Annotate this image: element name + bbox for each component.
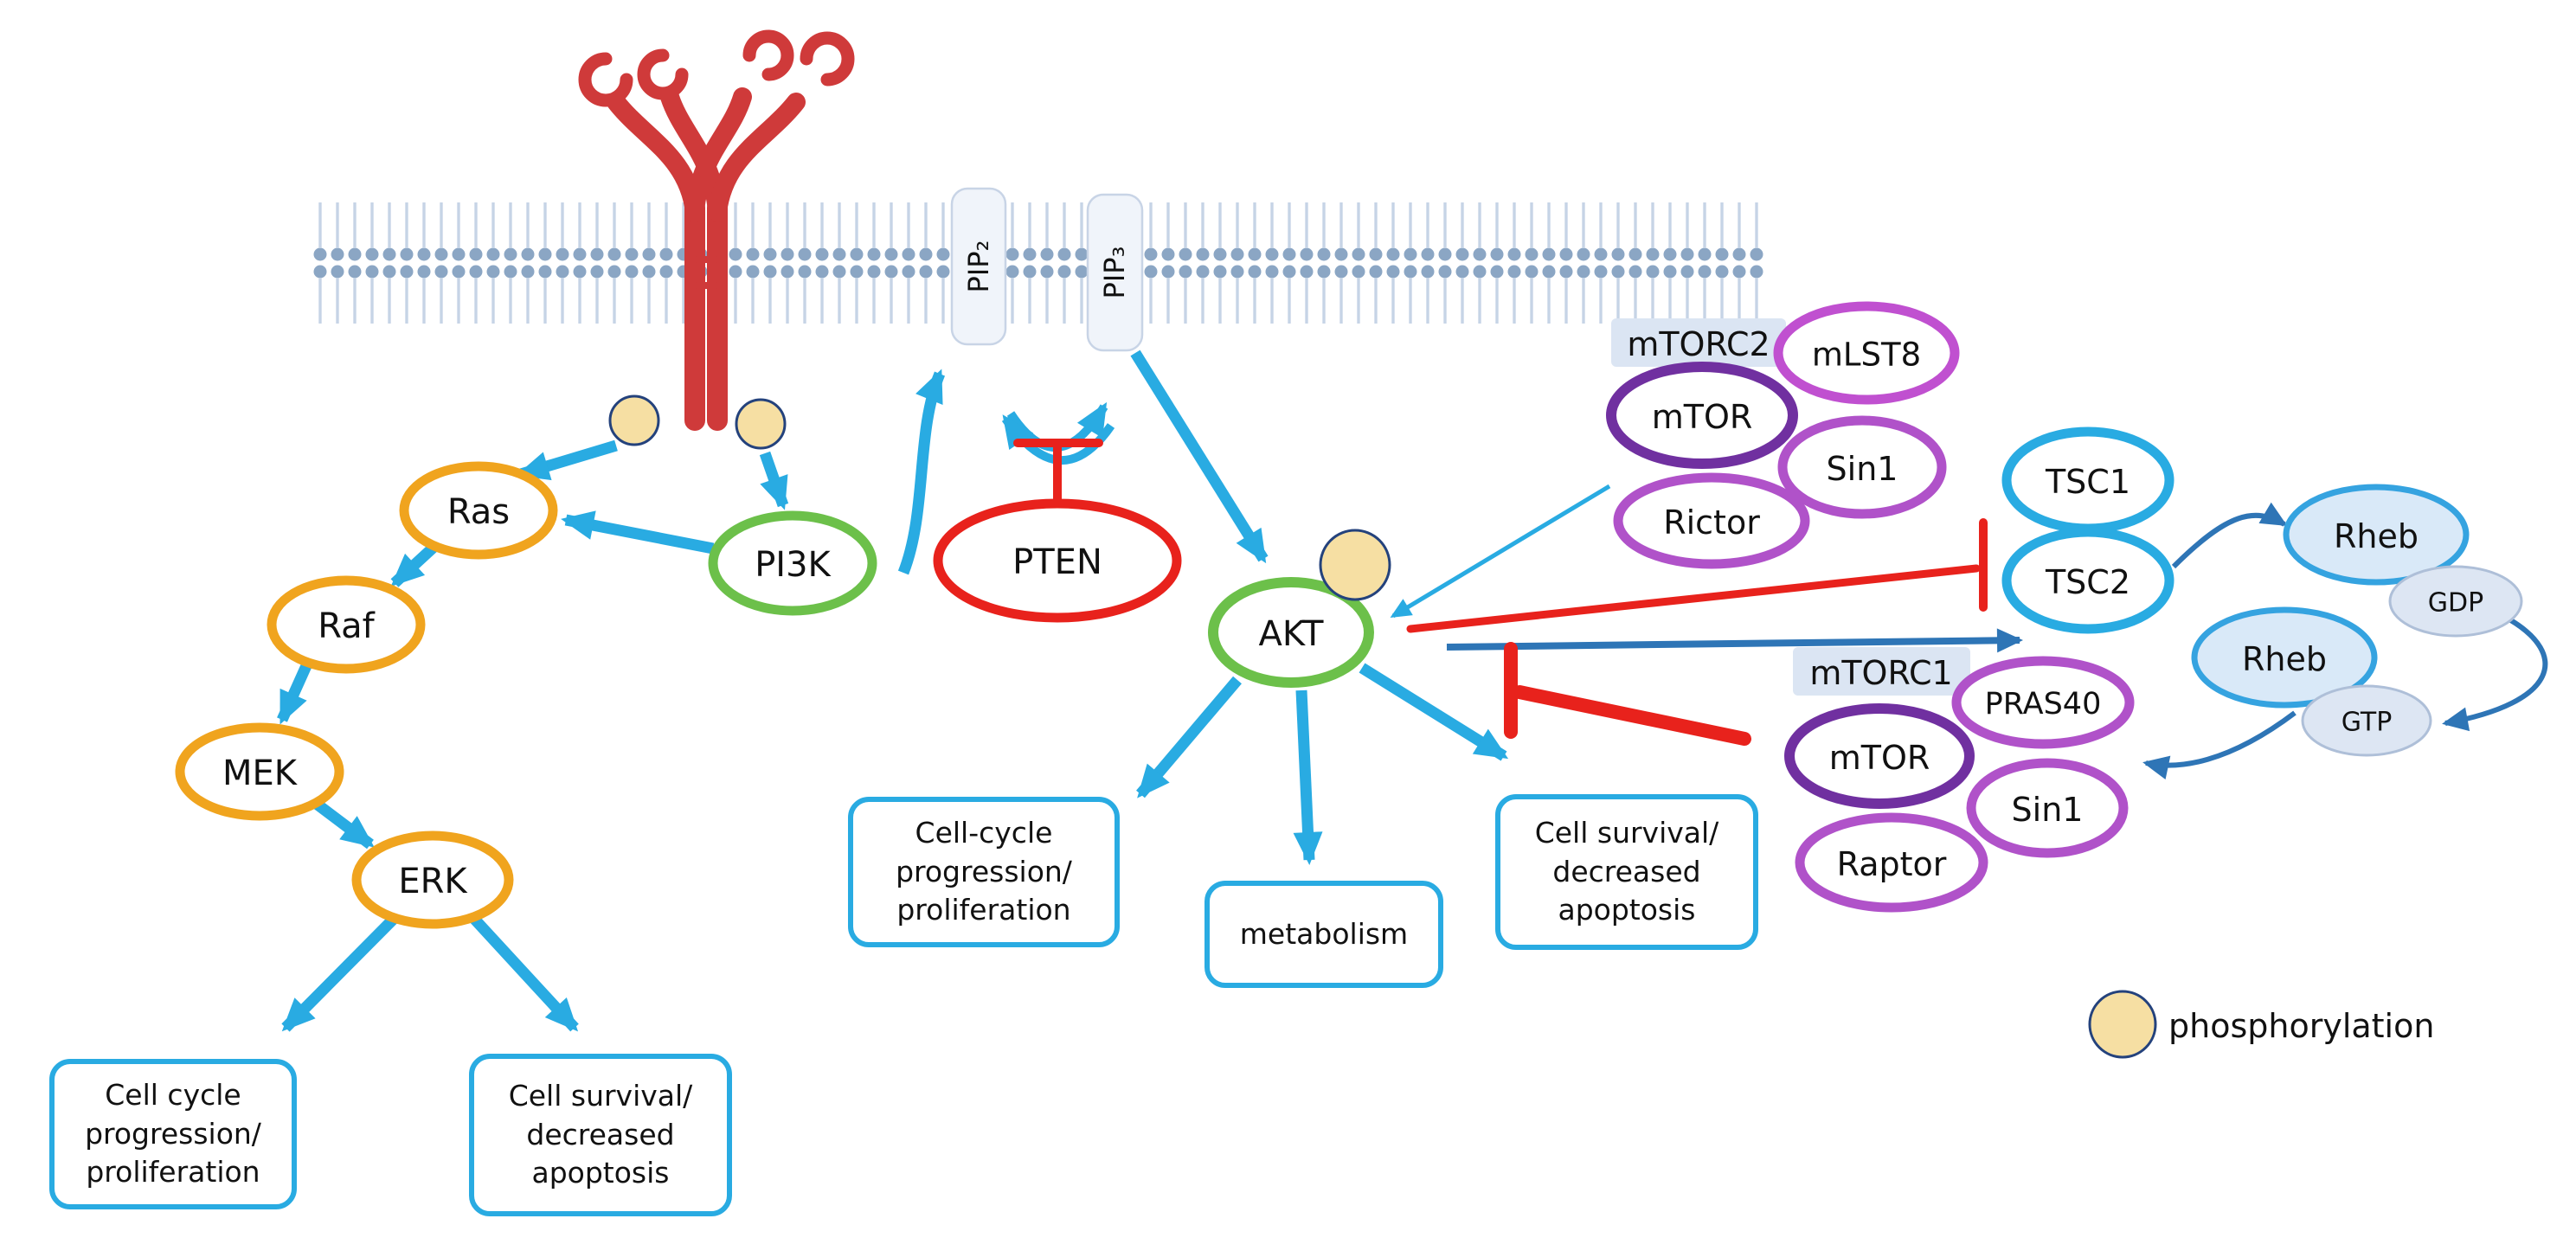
legend-phospho-icon [2088, 990, 2157, 1059]
outcome-box-erk-survival: Cell survival/ decreased apoptosis [469, 1054, 732, 1216]
pip2-node: PIP₂ [950, 187, 1007, 346]
rictor-label: Rictor [1663, 503, 1760, 542]
arrow-mek-erk [311, 797, 375, 850]
mlst8-node [1773, 301, 1960, 405]
arrow-rheb-gdp-gtp [2442, 617, 2548, 732]
mek-node: MEK [175, 722, 344, 821]
phospho-dot-receptor-right [735, 398, 787, 450]
arrow-tsc2-rheb-gdp [2171, 502, 2288, 569]
arrow-rheb-gtp-mtorc1 [2142, 710, 2297, 780]
mlst8-label: mLST8 [1812, 337, 1921, 374]
arrow-receptor-pi3k [759, 451, 789, 510]
raf-node: Raf [267, 575, 426, 674]
phospho-dot-akt [1319, 529, 1391, 601]
mtorc1-sin1-label: Sin1 [2012, 791, 2084, 829]
arrow-ras-raf [390, 539, 442, 587]
pten-label: PTEN [1012, 542, 1102, 582]
mtorc2-complex: mTORC2 mLST8 mTOR Sin1 Rictor [1606, 301, 1960, 569]
arrow-pip3-akt [1130, 350, 1269, 564]
rheb-gdp-label: Rheb [2334, 517, 2419, 555]
pten-node: PTEN [933, 498, 1182, 623]
mtorc1-tag-label: mTORC1 [1809, 654, 1952, 692]
ras-label: Ras [447, 492, 510, 532]
outcome-box-akt-cell-cycle: Cell-cycle progression/ proliferation [848, 797, 1120, 947]
akt-label: AKT [1259, 614, 1324, 654]
cell-membrane [312, 199, 1767, 330]
mtorc1-complex: mTORC1 PRAS40 mTOR Sin1 Raptor [1784, 647, 2135, 913]
tsc1-label: TSC1 [2045, 463, 2130, 501]
mek-label: MEK [222, 754, 299, 793]
pip3-label: PIP₃ [1098, 247, 1131, 299]
gtp-label: GTP [2342, 708, 2393, 738]
erk-label: ERK [398, 862, 468, 901]
arrow-mtorc2-akt [1390, 484, 1611, 619]
erk-node: ERK [351, 831, 514, 929]
arrow-erk-survival [470, 914, 579, 1032]
ras-node: Ras [399, 461, 558, 560]
pras40-label: PRAS40 [1985, 687, 2102, 721]
gdp-badge [2388, 565, 2523, 638]
mtorc1-tag [1793, 647, 1970, 696]
receptor-hook-icon [800, 31, 855, 87]
mtorc1-sin1-node [1966, 758, 2129, 858]
receptor-hook-icon [578, 52, 633, 107]
mtorc1-mtor-node [1784, 703, 1975, 809]
mtorc2-mtor-label: mTOR [1652, 398, 1753, 436]
arrow-akt-survival [1359, 663, 1509, 761]
receptor-hook-icon [637, 48, 689, 100]
legend-phospho-label: phosphorylation [2168, 1007, 2434, 1045]
pras40-node [1951, 656, 2135, 749]
raf-label: Raf [318, 606, 375, 646]
pip2-label: PIP₂ [962, 240, 995, 293]
tsc1-node: TSC1 [2001, 426, 2175, 534]
receptor-hook-icon [742, 29, 794, 81]
raptor-label: Raptor [1837, 845, 1947, 883]
pi3k-node: PI3K [708, 510, 877, 616]
mtorc1-mtor-label: mTOR [1829, 739, 1930, 777]
inhibition-akt-tsc2-stem [1406, 564, 1981, 633]
raptor-node [1795, 812, 1988, 913]
pip3-node: PIP₃ [1086, 193, 1144, 352]
outcome-box-akt-survival: Cell survival/ decreased apoptosis [1495, 794, 1758, 950]
mtorc2-mtor-node [1606, 362, 1798, 469]
tsc2-node: TSC2 [2001, 527, 2175, 634]
arrow-raf-mek [277, 657, 314, 725]
legend: phosphorylation [2088, 990, 2434, 1059]
outcome-box-akt-metabolism: metabolism [1204, 881, 1443, 988]
rtk-receptor [578, 29, 855, 431]
tsc2-label: TSC2 [2045, 563, 2130, 601]
mtorc2-tag [1611, 318, 1786, 367]
inhibition-mtorc1-akt-stem [1513, 685, 1751, 746]
pi3k-label: PI3K [755, 545, 832, 585]
rheb-gtp-label: Rheb [2242, 640, 2327, 678]
gdp-label: GDP [2428, 588, 2483, 619]
rictor-node [1613, 472, 1810, 569]
rheb-gdp-node: Rheb GDP [2283, 484, 2523, 638]
rheb-gtp-node: Rheb GTP [2191, 606, 2432, 757]
arrow-akt-cellcycle [1136, 676, 1242, 798]
gtp-badge [2301, 684, 2432, 757]
arrow-pi3k-pip2 [897, 369, 946, 575]
arrow-pi3k-ras [561, 510, 715, 555]
arrow-erk-cellcycle [281, 914, 398, 1032]
arrow-akt-mtorc1 [1446, 628, 2023, 653]
akt-node: AKT [1208, 577, 1374, 688]
arrow-akt-metabolism [1293, 689, 1323, 865]
phosphorylation-dots [608, 394, 1391, 601]
mtorc2-tag-label: mTORC2 [1627, 325, 1770, 363]
phospho-dot-receptor-left [608, 394, 660, 446]
mtorc2-sin1-label: Sin1 [1827, 450, 1898, 488]
arrow-receptor-ras [516, 439, 618, 481]
mtorc2-sin1-node [1777, 415, 1947, 519]
outcome-box-erk-cell-cycle: Cell cycle progression/ proliferation [49, 1059, 297, 1209]
